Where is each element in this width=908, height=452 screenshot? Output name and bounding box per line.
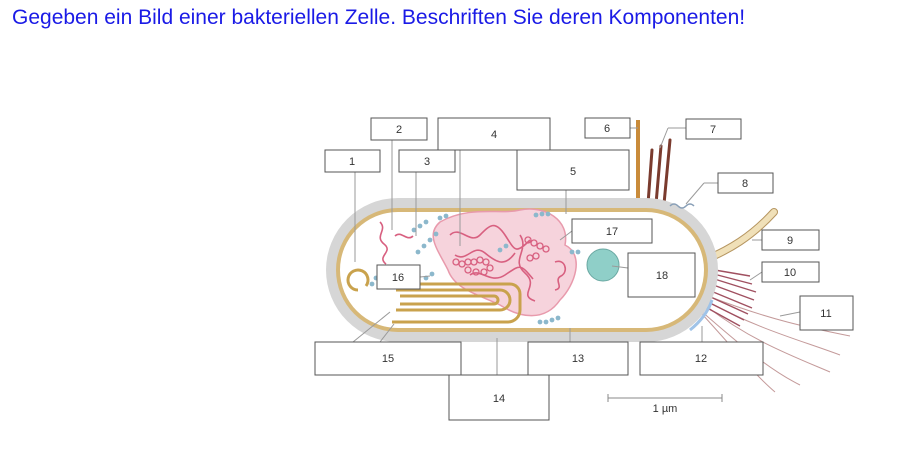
svg-text:11: 11 bbox=[820, 308, 831, 320]
label-box-4[interactable]: 4 bbox=[437, 117, 551, 151]
label-box-15[interactable]: 15 bbox=[314, 341, 462, 376]
label-box-9[interactable]: 9 bbox=[761, 229, 820, 251]
glycocalyx bbox=[669, 203, 695, 209]
sex-pilus bbox=[636, 120, 640, 204]
svg-text:3: 3 bbox=[424, 156, 430, 168]
label-box-1[interactable]: 1 bbox=[324, 149, 381, 173]
svg-text:9: 9 bbox=[787, 235, 793, 247]
label-box-6[interactable]: 6 bbox=[584, 117, 631, 139]
svg-text:8: 8 bbox=[742, 178, 748, 190]
label-box-11[interactable]: 11 bbox=[799, 295, 854, 331]
inclusion-body bbox=[586, 248, 620, 282]
plasmid bbox=[346, 268, 370, 292]
svg-text:4: 4 bbox=[491, 129, 497, 141]
svg-text:15: 15 bbox=[382, 353, 394, 365]
label-box-8[interactable]: 8 bbox=[717, 172, 774, 194]
svg-text:13: 13 bbox=[572, 353, 584, 365]
svg-text:7: 7 bbox=[710, 124, 716, 136]
label-box-10[interactable]: 10 bbox=[761, 261, 820, 283]
label-box-7[interactable]: 7 bbox=[685, 118, 742, 140]
svg-text:6: 6 bbox=[604, 123, 610, 135]
svg-text:12: 12 bbox=[695, 353, 707, 365]
label-box-5[interactable]: 5 bbox=[516, 149, 630, 191]
svg-text:5: 5 bbox=[570, 166, 576, 178]
svg-text:17: 17 bbox=[606, 226, 618, 238]
label-box-16[interactable]: 16 bbox=[376, 264, 421, 290]
leader-lines bbox=[352, 127, 801, 375]
svg-text:14: 14 bbox=[493, 393, 505, 405]
svg-text:1: 1 bbox=[349, 156, 355, 168]
pili-7 bbox=[646, 138, 672, 206]
label-box-17[interactable]: 17 bbox=[571, 218, 653, 244]
label-box-18[interactable]: 18 bbox=[627, 252, 696, 298]
scale-bar: 1 µm bbox=[607, 394, 723, 415]
svg-text:2: 2 bbox=[396, 124, 402, 136]
mesosome bbox=[392, 282, 522, 324]
label-box-13[interactable]: 13 bbox=[527, 341, 629, 376]
scale-bar-label: 1 µm bbox=[653, 403, 678, 415]
page-title: Gegeben ein Bild einer bakteriellen Zell… bbox=[12, 6, 746, 29]
label-box-12[interactable]: 12 bbox=[639, 341, 764, 376]
svg-text:18: 18 bbox=[656, 270, 668, 282]
label-box-2[interactable]: 2 bbox=[370, 117, 428, 141]
svg-text:16: 16 bbox=[392, 272, 404, 284]
label-box-14[interactable]: 14 bbox=[448, 374, 550, 421]
label-box-3[interactable]: 3 bbox=[398, 149, 456, 173]
svg-text:10: 10 bbox=[784, 267, 796, 279]
capsule-layer bbox=[689, 299, 714, 332]
